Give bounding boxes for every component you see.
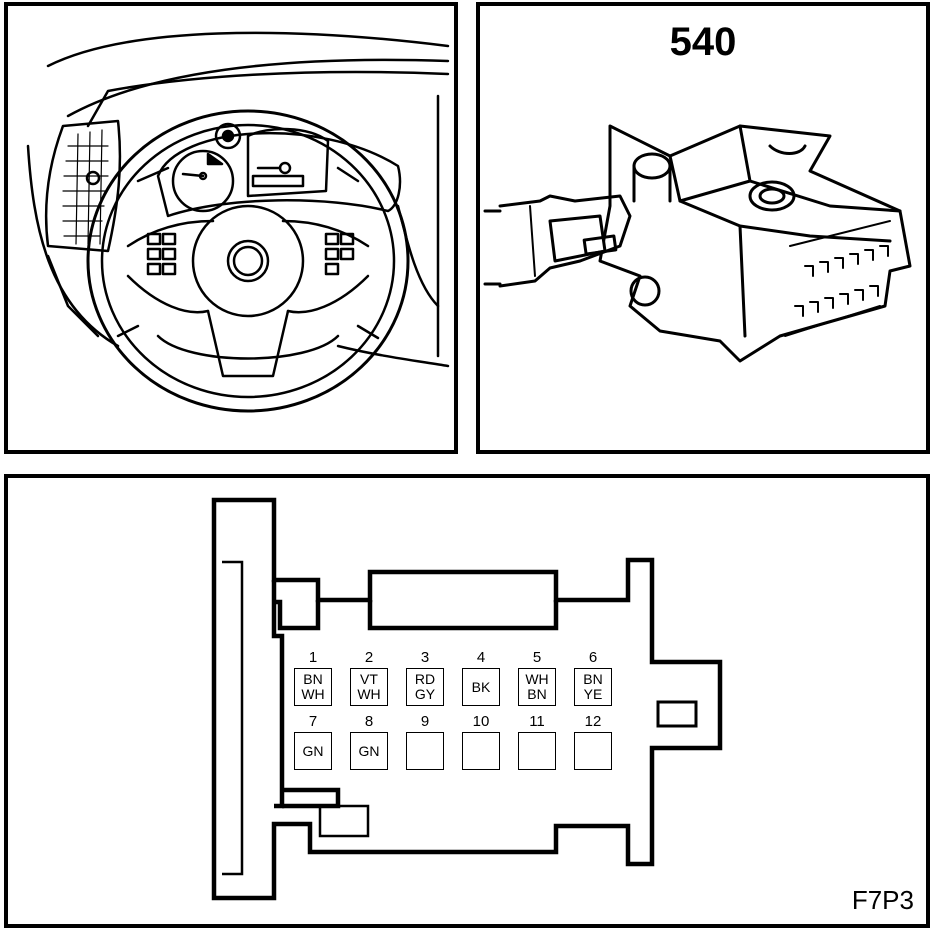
- wire-color-code: BN: [527, 686, 547, 702]
- pin-cavity: [518, 732, 556, 770]
- dashboard-steering-wheel-illustration: [26, 31, 450, 413]
- pin-cavity: BK: [462, 668, 500, 706]
- pin-number: 9: [420, 713, 430, 730]
- wire-color-code: GY: [414, 686, 436, 702]
- figure-code: F7P3: [851, 885, 914, 915]
- pin-number: 12: [584, 713, 602, 730]
- connector-view-panel: 540: [476, 2, 930, 454]
- wire-color-code: WH: [301, 686, 325, 702]
- wire-color-code: YE: [583, 686, 603, 702]
- pin-number: 8: [364, 713, 374, 730]
- pin-number: 10: [472, 713, 490, 730]
- connector-perspective-illustration: [483, 124, 912, 363]
- wire-color-code: RD: [414, 671, 436, 687]
- pin-number: 7: [308, 713, 318, 730]
- wire-color-code: WH: [357, 686, 381, 702]
- pin-cavity: [406, 732, 444, 770]
- pin-number: 6: [588, 649, 598, 666]
- pin-number: 3: [420, 649, 430, 666]
- connector-id-label: 540: [669, 20, 737, 64]
- pin-cavity: [574, 732, 612, 770]
- wire-color-code: BK: [471, 678, 491, 695]
- pin-number: 2: [364, 649, 374, 666]
- pin-cavity: GN: [294, 732, 332, 770]
- wire-color-code: GN: [358, 742, 380, 759]
- pin-cavity: [462, 732, 500, 770]
- pin-cavity: GN: [350, 732, 388, 770]
- connector-face-outline: [211, 497, 723, 901]
- wire-color-code: BN: [583, 671, 603, 687]
- wire-color-code: VT: [360, 671, 378, 687]
- pin-number: 4: [476, 649, 486, 666]
- wire-color-code: WH: [525, 671, 549, 687]
- pin-number: 1: [308, 649, 318, 666]
- wire-color-code: BN: [303, 671, 323, 687]
- wire-color-code: GN: [302, 742, 324, 759]
- pin-number: 11: [529, 713, 545, 730]
- location-view-panel: [4, 2, 458, 454]
- pin-number: 5: [532, 649, 542, 666]
